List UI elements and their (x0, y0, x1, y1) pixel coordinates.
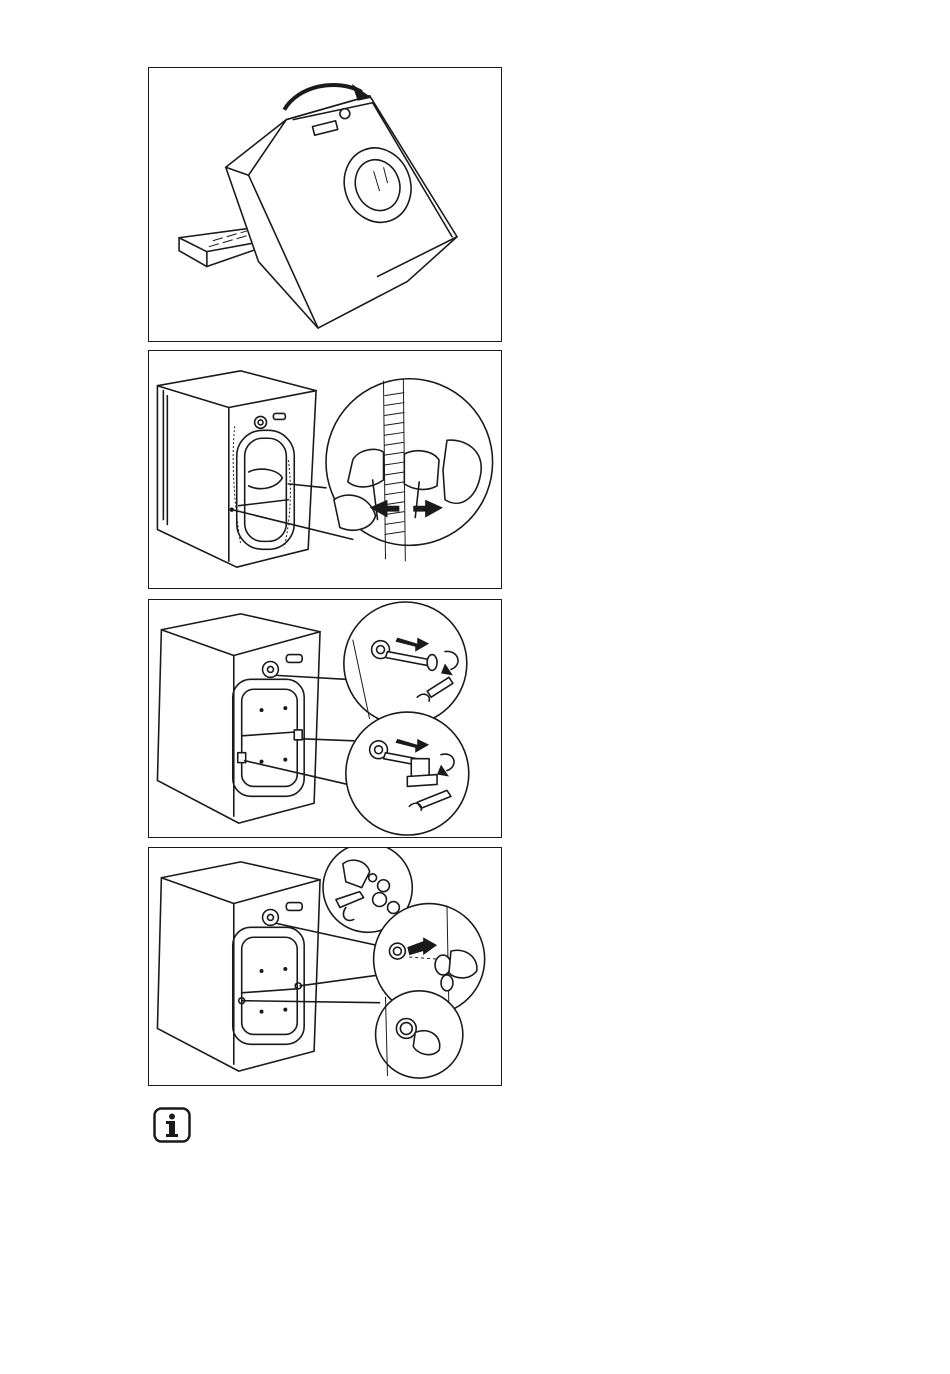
zoom-circle-upper-bolt (344, 602, 467, 725)
washer-rear-view (157, 614, 320, 823)
washer-body (226, 96, 457, 328)
figure-remove-transit-bolts (148, 599, 502, 838)
washer-tilt-figure (149, 68, 501, 341)
washer-rear-view (157, 862, 320, 1071)
zoom-circle-lower-bolt (346, 712, 469, 835)
zoom-circle-lower-cap (376, 991, 463, 1078)
figure-remove-hose-clip (148, 350, 502, 589)
zoom-circle-hose-clip (326, 379, 493, 561)
info-icon (153, 1107, 191, 1143)
figure-tilt-washer (148, 67, 502, 342)
washer-rear-view (157, 371, 316, 567)
transit-bolt-removal-figure (149, 600, 501, 837)
figure-insert-caps (148, 847, 502, 1086)
plastic-cap-insertion-figure (149, 848, 501, 1085)
hose-clip-removal-figure (149, 351, 501, 588)
